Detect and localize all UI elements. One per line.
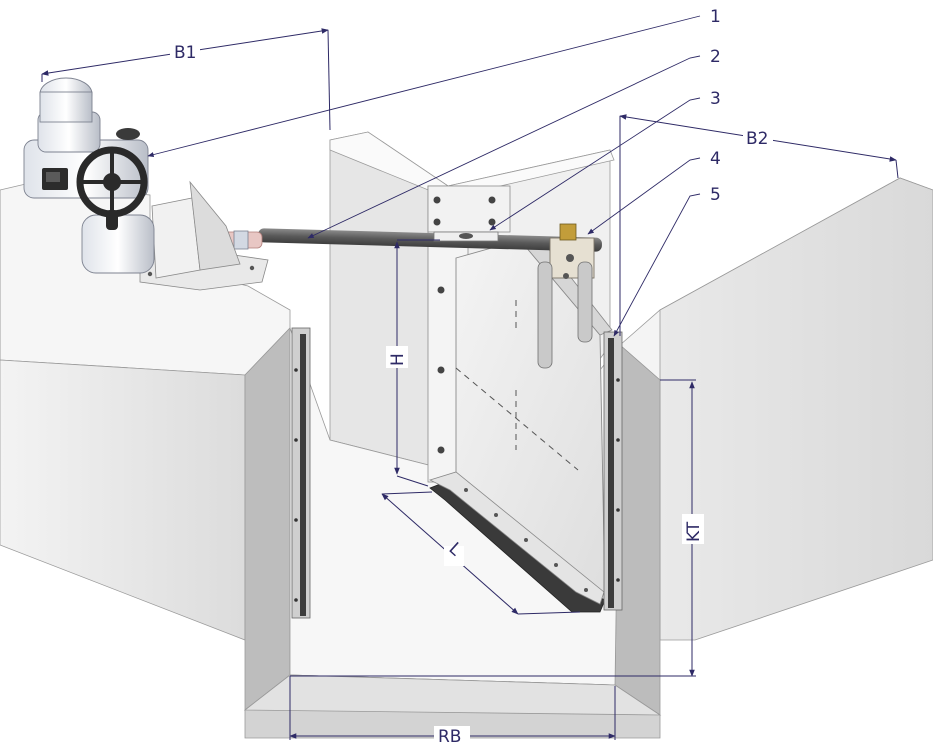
back-wall-top (329, 131, 615, 199)
callout-3: 3 (710, 89, 721, 109)
callout-labels: 1 2 3 4 5 (710, 7, 721, 205)
handwheel (76, 146, 148, 230)
callout-4: 4 (710, 149, 721, 169)
right-wall-front (659, 177, 933, 641)
dimension-lines (41, 28, 899, 740)
lifting-arm-right (577, 261, 593, 343)
left-channel-face (244, 327, 291, 711)
callout-5: 5 (710, 185, 721, 205)
bottom-sill-top (243, 674, 662, 716)
concrete-structure (0, 131, 933, 739)
dimension-kt-label: KT (684, 521, 704, 542)
dimension-b1-label: B1 (174, 43, 196, 63)
dimension-b2-label: B2 (746, 129, 768, 149)
callout-leaders (147, 15, 701, 337)
callout-2: 2 (710, 47, 721, 67)
callout-1: 1 (710, 7, 721, 27)
lifting-arm-left (537, 261, 553, 369)
dimension-h-label: H (388, 353, 408, 366)
actuator-assembly (23, 77, 269, 291)
dimension-rb-label: RB (438, 727, 461, 747)
